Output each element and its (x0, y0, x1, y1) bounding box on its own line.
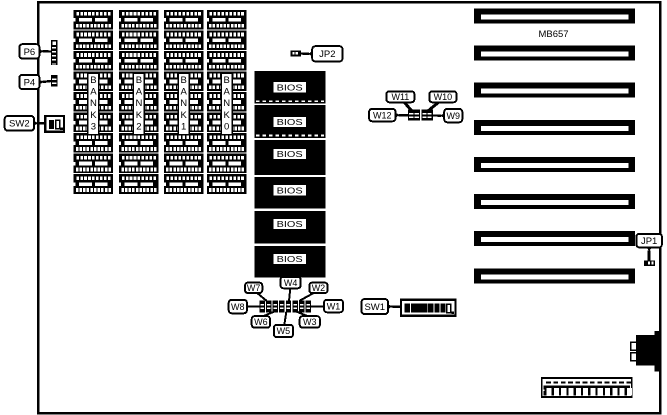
svg-text:W11: W11 (391, 92, 409, 102)
svg-text:A: A (224, 87, 231, 98)
svg-text:B: B (90, 75, 96, 86)
svg-text:B: B (181, 75, 187, 86)
svg-text:N: N (180, 98, 187, 109)
svg-text:W4: W4 (284, 278, 298, 288)
svg-text:3: 3 (91, 121, 96, 132)
svg-text:N: N (223, 98, 230, 109)
svg-text:B: B (224, 75, 230, 86)
svg-text:P4: P4 (24, 77, 36, 88)
svg-text:W6: W6 (254, 317, 268, 327)
svg-text:K: K (181, 110, 188, 121)
svg-text:W1: W1 (327, 301, 341, 311)
svg-text:N: N (135, 98, 142, 109)
svg-text:BIOS: BIOS (277, 219, 303, 229)
svg-text:BIOS: BIOS (277, 185, 303, 195)
svg-text:SW2: SW2 (9, 119, 30, 130)
svg-text:W3: W3 (303, 317, 317, 327)
svg-text:MB657: MB657 (539, 29, 569, 39)
svg-text:A: A (181, 87, 188, 98)
svg-text:JP1: JP1 (641, 236, 657, 247)
svg-text:BIOS: BIOS (277, 149, 303, 159)
svg-text:2: 2 (136, 121, 141, 132)
svg-text:BIOS: BIOS (277, 82, 303, 92)
svg-text:N: N (90, 98, 97, 109)
svg-text:1: 1 (181, 121, 186, 132)
svg-text:B: B (136, 75, 142, 86)
svg-text:BIOS: BIOS (277, 117, 303, 127)
svg-text:A: A (90, 87, 97, 98)
svg-text:W8: W8 (231, 302, 245, 312)
svg-text:P6: P6 (24, 47, 36, 58)
svg-text:W5: W5 (277, 326, 291, 336)
svg-text:W7: W7 (247, 283, 261, 293)
svg-text:A: A (136, 87, 143, 98)
svg-text:W9: W9 (447, 111, 461, 121)
svg-text:SW1: SW1 (364, 302, 385, 313)
svg-text:K: K (136, 110, 143, 121)
svg-text:JP2: JP2 (319, 49, 335, 60)
svg-text:0: 0 (224, 121, 229, 132)
svg-text:BIOS: BIOS (277, 254, 303, 264)
svg-text:K: K (90, 110, 97, 121)
svg-text:W12: W12 (373, 110, 392, 120)
svg-text:W2: W2 (312, 283, 326, 293)
svg-text:K: K (224, 110, 231, 121)
svg-text:W10: W10 (434, 92, 453, 102)
